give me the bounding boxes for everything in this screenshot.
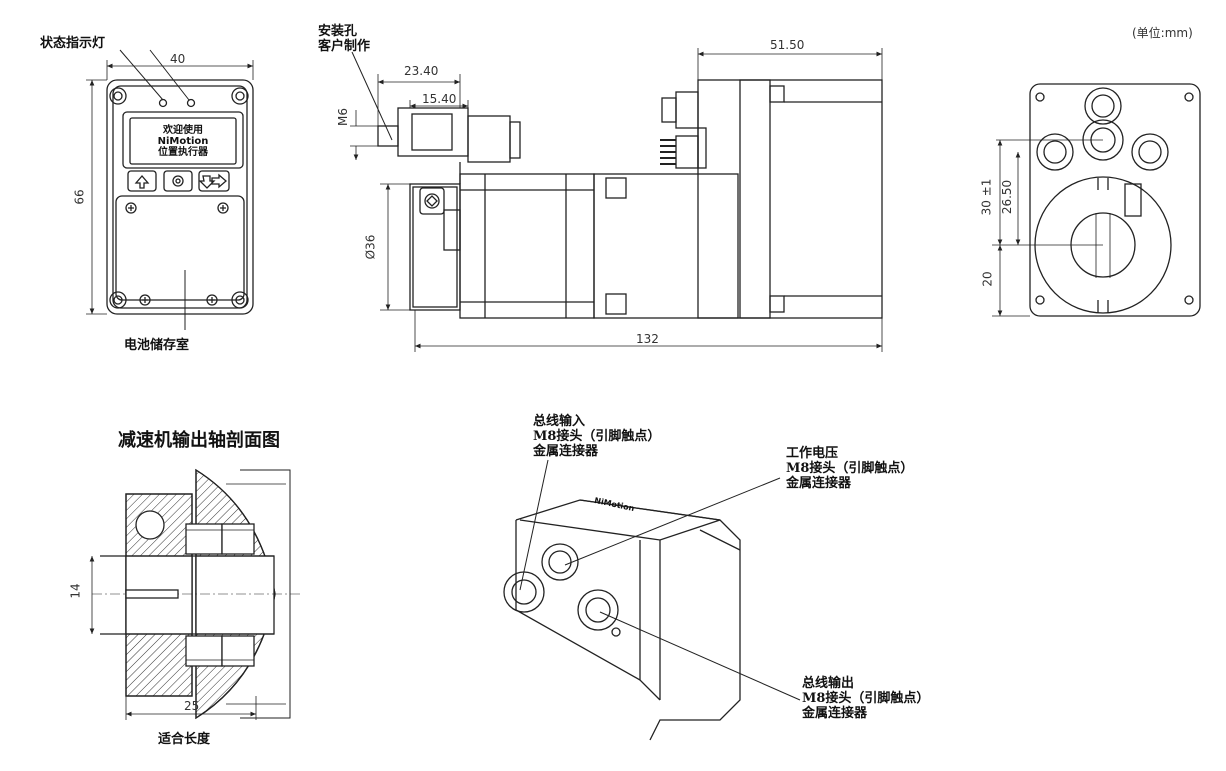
bus-out-line-2: M8接头（引脚触点） [802, 691, 930, 706]
mount-line-2: 客户制作 [318, 39, 371, 54]
corner-screws [109, 87, 249, 309]
fit-length-label: 适合长度 [158, 732, 211, 747]
screen-text: 欢迎使用 NiMotion 位置执行器 [131, 125, 235, 158]
screen-line-2: NiMotion [157, 136, 209, 147]
width-dim: 40 [170, 52, 186, 66]
bus-out-label: 总线输出 M8接头（引脚触点） 金属连接器 [802, 676, 929, 721]
bus-in-line-1: 总线输入 [533, 414, 586, 429]
voltage-line-2: M8接头（引脚触点） [786, 461, 914, 476]
unit-note: (单位:mm) [1132, 26, 1193, 40]
bore-dim: 14 [68, 583, 83, 599]
height-dim: 66 [72, 189, 87, 205]
status-lights-label: 状态指示灯 [40, 36, 106, 51]
dim-15-40: 15.40 [422, 92, 457, 106]
dim-26-50: 26.50 [1000, 179, 1015, 215]
screen-line-1: 欢迎使用 [163, 125, 203, 136]
total-length-dim: 132 [636, 332, 659, 346]
front-view [86, 49, 254, 330]
voltage-line-3: 金属连接器 [786, 476, 852, 491]
iso-view [503, 459, 801, 741]
bus-in-line-2: M8接头（引脚触点） [533, 429, 661, 444]
bus-out-line-1: 总线输出 [802, 676, 855, 691]
status-led-1 [158, 98, 168, 108]
bus-out-line-3: 金属连接器 [802, 706, 868, 721]
voltage-label: 工作电压 M8接头（引脚触点） 金属连接器 [786, 446, 913, 491]
diameter-dim: Ø36 [363, 234, 378, 260]
dim-30: 30 ±1 [979, 178, 994, 216]
side-view [350, 48, 883, 352]
bus-in-label: 总线输入 M8接头（引脚触点） 金属连接器 [533, 414, 660, 459]
mount-hole-label: 安装孔 客户制作 [318, 24, 370, 54]
section-view [89, 468, 300, 720]
bus-in-line-3: 金属连接器 [533, 444, 599, 459]
mount-line-1: 安装孔 [318, 24, 358, 39]
status-led-2 [186, 98, 196, 108]
section-title: 减速机输出轴剖面图 [118, 430, 280, 451]
dim-51-50: 51.50 [770, 38, 805, 52]
dim-23-40: 23.40 [404, 64, 439, 78]
fit-length-dim: 25 [184, 699, 200, 713]
thread-dim: M6 [336, 108, 350, 126]
screen-line-3: 位置执行器 [158, 147, 208, 158]
dim-20: 20 [980, 271, 995, 287]
voltage-line-1: 工作电压 [786, 446, 839, 461]
battery-label: 电池储存室 [124, 338, 190, 353]
end-view [992, 83, 1201, 317]
